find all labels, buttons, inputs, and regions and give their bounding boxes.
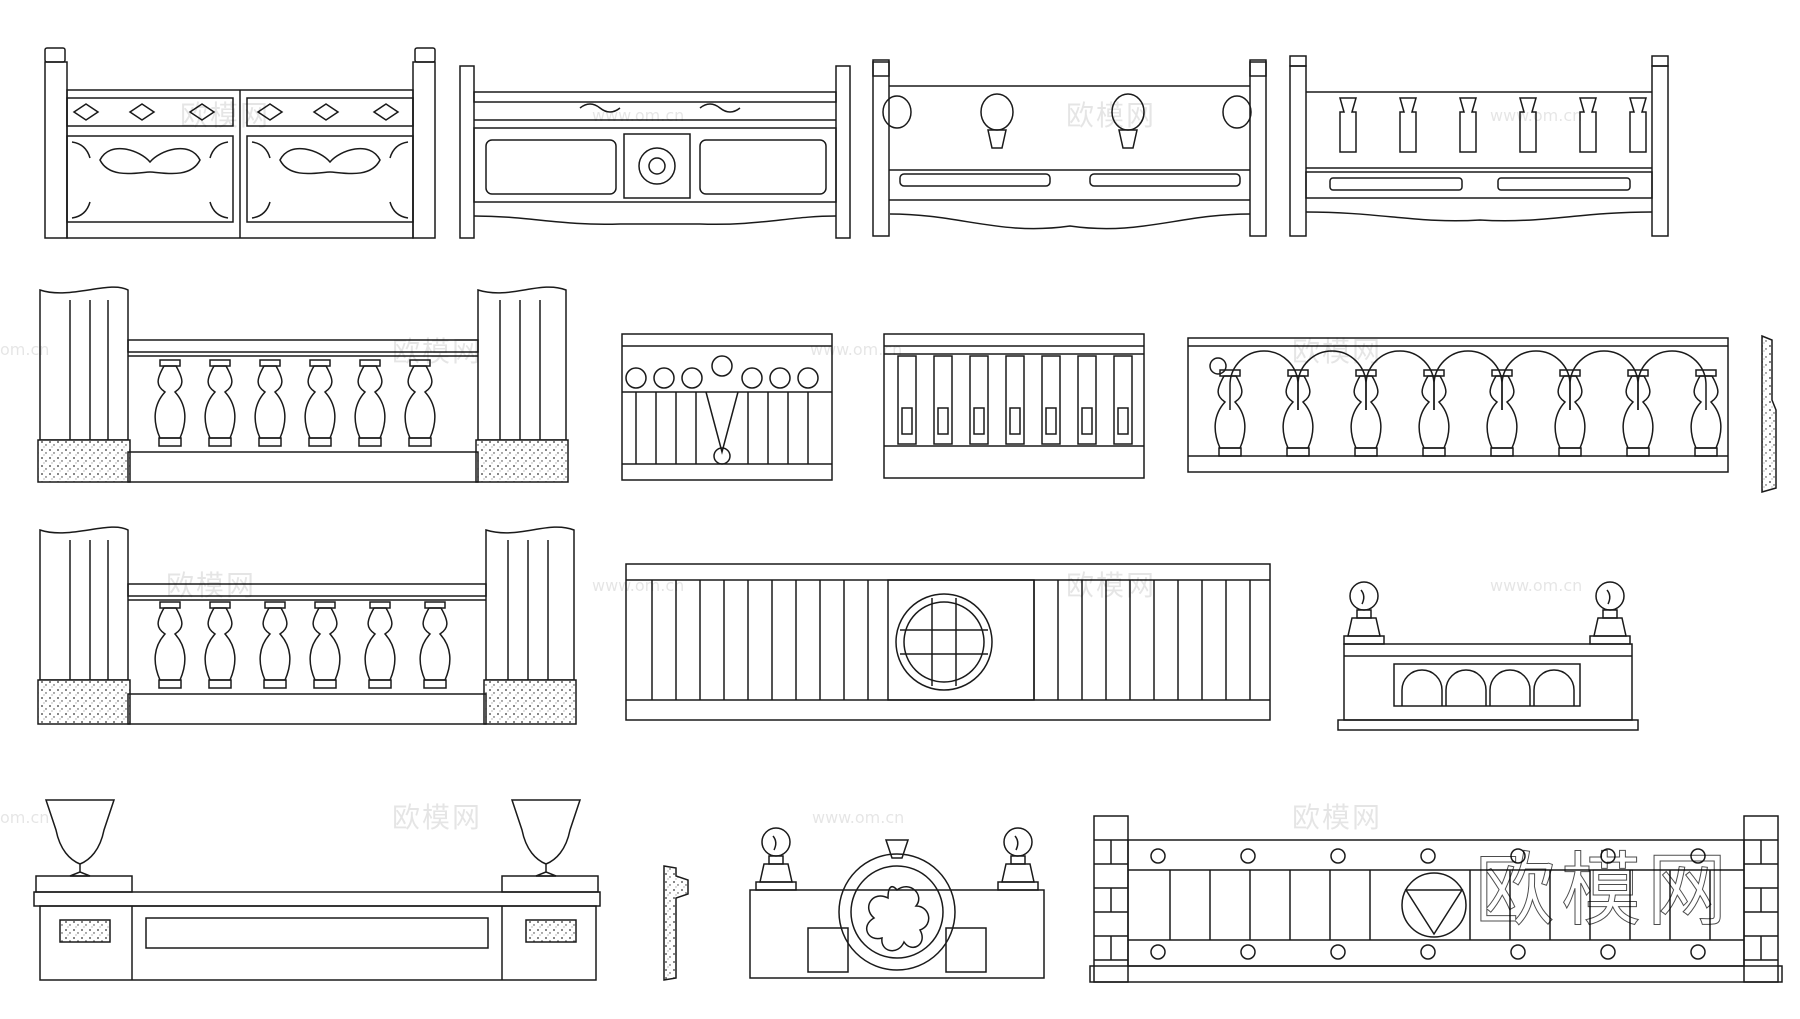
- railing-square-baluster: [883, 333, 1145, 479]
- railing-european-baluster-1: [37, 286, 569, 483]
- railing-chinese-shaped-balusters: [1289, 55, 1669, 237]
- railing-wrought-iron: [621, 333, 833, 481]
- railing-modern-chinese-round: [625, 563, 1271, 721]
- railing-arched-parapet: [1337, 581, 1639, 731]
- railing-european-baluster-2: [37, 526, 577, 725]
- railing-round-medallion-parapet: [749, 827, 1045, 979]
- railing-section-profile-1: [1761, 334, 1777, 493]
- railing-parapet-with-urns: [33, 799, 601, 981]
- railing-section-profile-2: [663, 865, 689, 981]
- railing-arched-baluster: [1187, 337, 1729, 473]
- railing-chinese-vase: [872, 59, 1267, 237]
- railing-brick-pillar-fence: [1089, 815, 1783, 983]
- railing-chinese-wooden-panel: [459, 65, 851, 239]
- railing-chinese-carved-stone: [44, 47, 436, 239]
